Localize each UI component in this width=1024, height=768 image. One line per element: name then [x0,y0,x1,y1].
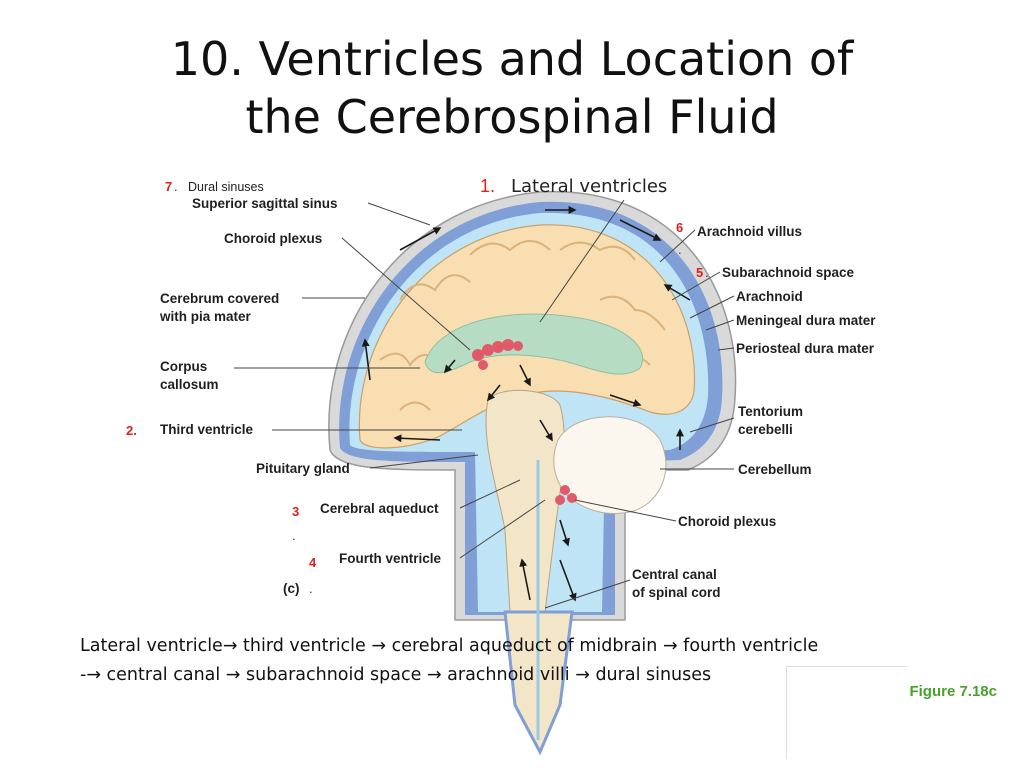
label-tentorium-line2: cerebelli [738,422,793,437]
label-lateral-ventricles: Lateral ventricles [511,176,667,197]
label-central-canal-line2: of spinal cord [632,585,721,600]
label-arachnoid: Arachnoid [736,289,803,304]
marker-4: 4 [309,555,317,570]
csf-flow-description: Lateral ventricle→ third ventricle → cer… [80,632,1010,690]
label-superior-sagittal-sinus: Superior sagittal sinus [192,196,338,211]
label-dural-sinuses: Dural sinuses [188,180,264,194]
choroid-plexus-clusters [472,339,577,505]
marker-5: 5 [696,265,703,280]
label-cerebral-aqueduct: Cerebral aqueduct [320,501,439,516]
label-corpus-line1: Corpus [160,359,207,374]
marker-3-dot: . [292,528,296,543]
label-corpus-line2: callosum [160,377,219,392]
label-pituitary-gland: Pituitary gland [256,461,350,476]
marker-6-dot: . [678,242,682,257]
label-fourth-ventricle: Fourth ventricle [339,551,442,566]
label-tentorium-line1: Tentorium [738,404,803,419]
flow-line-1: Lateral ventricle→ third ventricle → cer… [80,636,819,656]
label-arachnoid-villus: Arachnoid villus [697,224,802,239]
cerebellum-shape [553,416,667,514]
caption-frame [786,666,907,759]
lateral-ventricle [424,313,643,375]
label-central-canal-line1: Central canal [632,567,717,582]
marker-3: 3 [292,504,299,519]
marker-1: 1. [480,176,495,196]
csf-flow-arrows [361,206,691,602]
marker-4-dot: . [309,581,313,596]
marker-2: 2. [126,423,137,438]
label-cerebrum-line1: Cerebrum covered [160,291,279,306]
label-panel-c: (c) [283,581,300,596]
marker-7-dot: . [174,179,178,194]
marker-5-dot: . [705,265,709,280]
marker-6: 6 [676,220,683,235]
label-meningeal-dura: Meningeal dura mater [736,313,876,328]
brainstem [485,389,565,613]
figure-caption: Figure 7.18c [909,683,997,700]
label-cerebellum: Cerebellum [738,462,812,477]
label-cerebrum-line2: with pia mater [159,309,252,324]
label-choroid-plexus-bottom: Choroid plexus [678,514,776,529]
label-subarachnoid-space: Subarachnoid space [722,265,855,280]
marker-7: 7 [165,179,172,194]
label-periosteal-dura: Periosteal dura mater [736,341,875,356]
flow-line-2: -→ central canal → subarachnoid space → … [80,665,712,685]
leader-lines [234,199,735,609]
label-third-ventricle: Third ventricle [160,422,254,437]
slide-title: 10. Ventricles and Location of the Cereb… [0,30,1024,146]
title-line-2: the Cerebrospinal Fluid [245,90,779,144]
title-line-1: 10. Ventricles and Location of [170,32,854,86]
label-choroid-plexus-top: Choroid plexus [224,231,322,246]
